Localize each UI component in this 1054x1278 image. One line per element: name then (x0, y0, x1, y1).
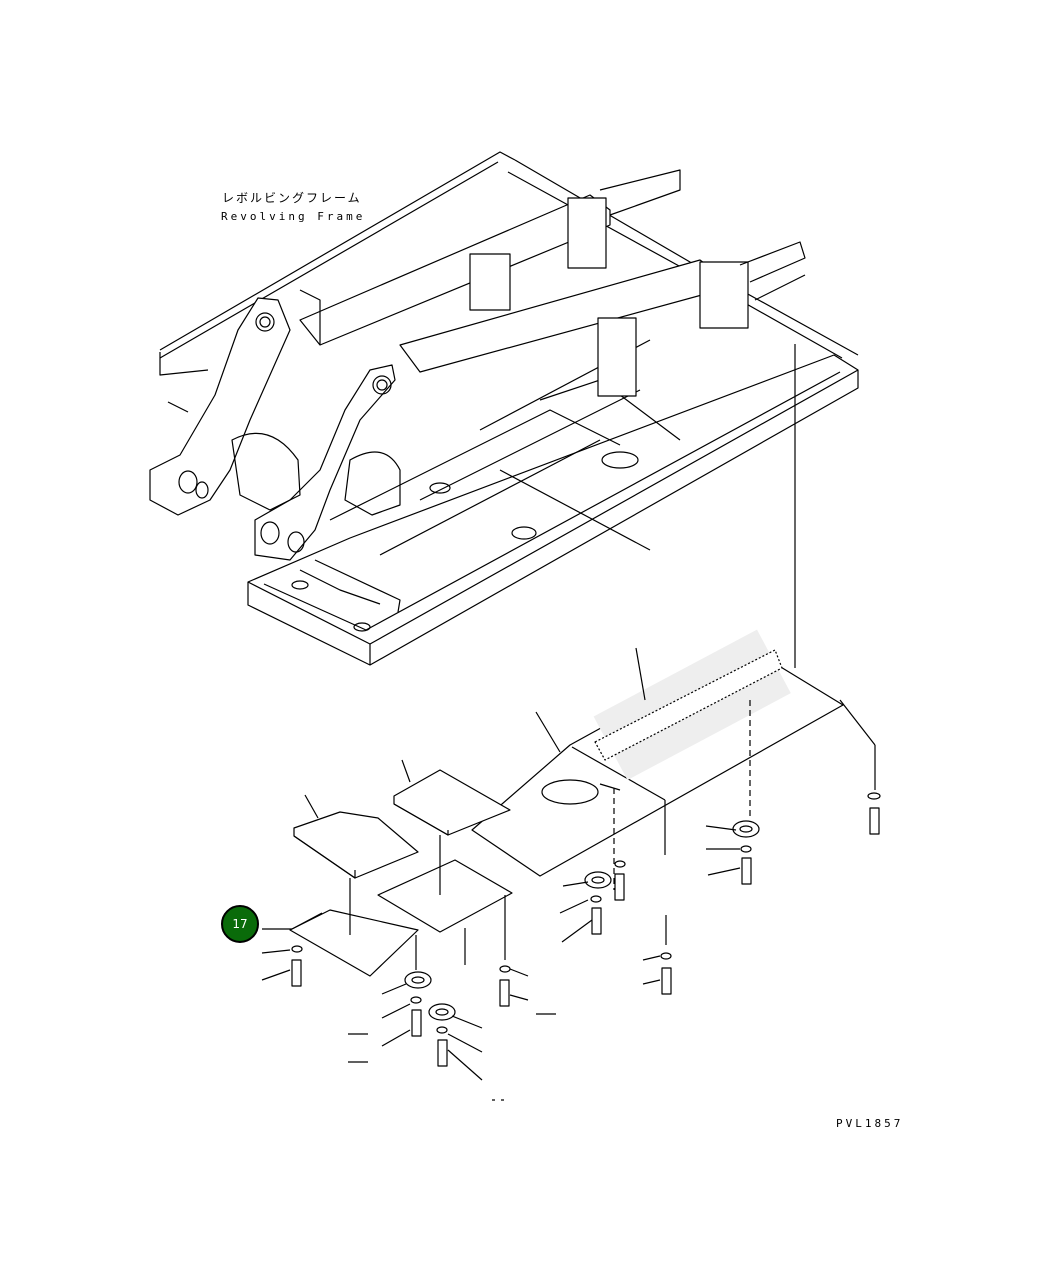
middle-cover-upper (393, 769, 511, 836)
drawing-code: PVL1857 (836, 1117, 904, 1130)
left-plate (289, 909, 419, 977)
undercovers (262, 629, 876, 977)
hardware (261, 792, 881, 1101)
frame-label-en: Revolving Frame (221, 210, 366, 223)
left-cover-upper (293, 811, 419, 879)
part-callout-17[interactable]: 17 (221, 905, 259, 943)
frame-label-jp: レボルビングフレーム (222, 191, 362, 205)
revolving-frame (149, 151, 859, 668)
callout-number: 17 (232, 917, 248, 931)
middle-plate (377, 859, 513, 933)
